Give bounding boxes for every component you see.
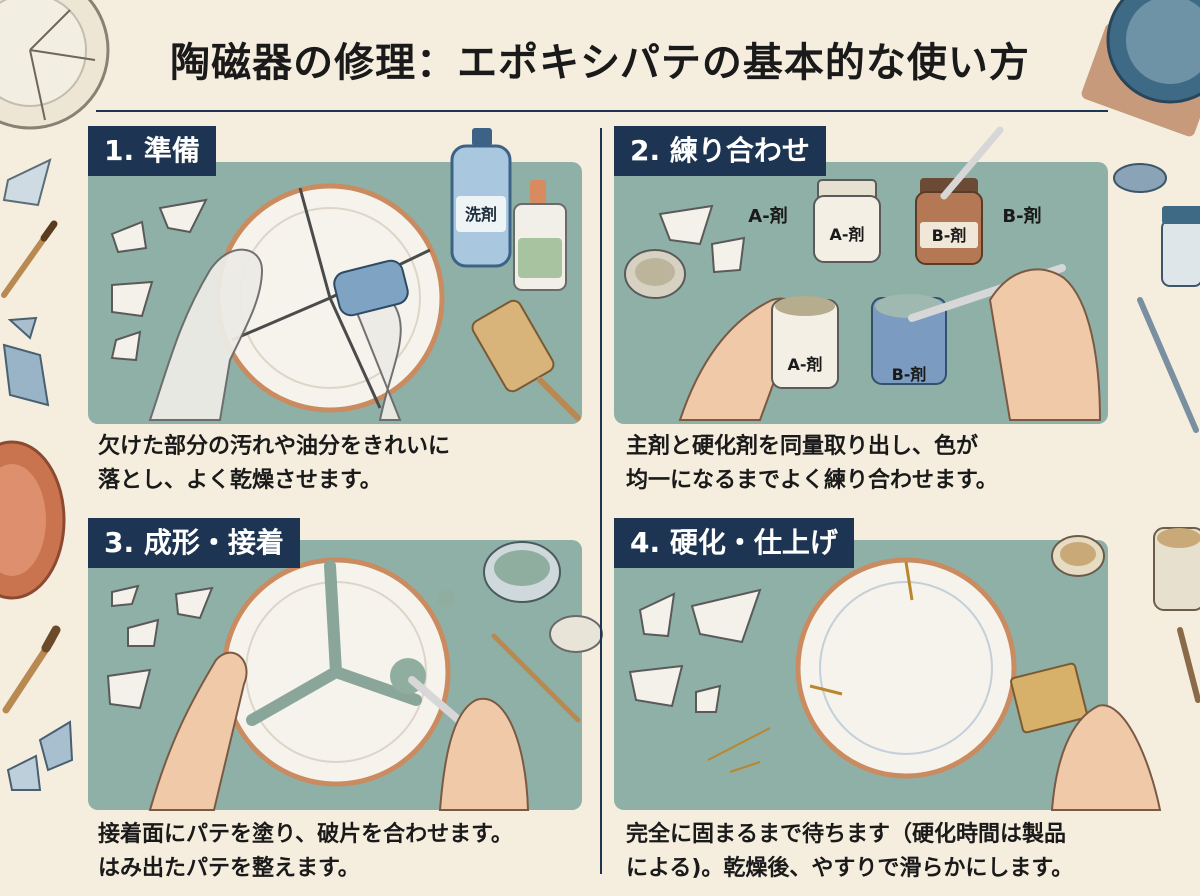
panel-2-jar-a: A-剤 (813, 179, 881, 263)
panel-4-repaired-plate (707, 557, 1017, 779)
panel-1-loose-shards (110, 198, 208, 362)
panel-4-sandpaper-hand (1010, 662, 1162, 811)
panel-3-plate (221, 557, 451, 787)
jar-a-label: A-剤 (829, 225, 864, 244)
decor-broken-plate-topleft (0, 0, 110, 130)
panel-4-shards (628, 588, 762, 713)
decor-jars-right (1113, 163, 1200, 611)
decor-shards-left (2, 158, 74, 791)
step-3-caption-line-2: はみ出たパテを整えます。 (98, 856, 360, 881)
agent-a-floating-label: A-剤 (748, 205, 787, 227)
panel-1-detergent-bottle: 洗剤 (450, 128, 512, 268)
panel-2-jar-b: B-剤 (915, 126, 1004, 265)
title-divider (96, 110, 1108, 112)
panel-4-gold-jar (1051, 535, 1105, 577)
panel-2-left-hand-jar: A-剤 (678, 296, 839, 421)
step-1-caption-line-2: 落とし、よく乾燥させます。 (98, 468, 382, 493)
detergent-label: 洗剤 (465, 205, 497, 224)
agent-b-floating-label: B-剤 (1002, 205, 1041, 227)
step-3-caption: 接着面にパテを塗り、破片を合わせます。 はみ出たパテを整えます。 (98, 818, 513, 886)
panel-vertical-divider (600, 128, 602, 874)
panel-3-hands-spatula (148, 633, 581, 811)
step-4-caption-line-1: 完全に固まるまで待ちます（硬化時間は製品 (626, 822, 1067, 847)
panel-2-open-lid (624, 249, 686, 299)
jar-b-label: B-剤 (932, 226, 967, 245)
step-4-caption-line-2: による)。乾燥後、やすりで滑らかにします。 (626, 856, 1074, 881)
step-4-heading: 4. 硬化・仕上げ (614, 518, 854, 568)
panel-1-sponge (333, 259, 409, 317)
step-3-caption-line-1: 接着面にパテを塗り、破片を合わせます。 (98, 822, 513, 847)
step-2-caption-line-1: 主剤と硬化剤を同量取り出し、色が (626, 434, 979, 459)
step-2-caption-line-2: 均一になるまでよく練り合わせます。 (626, 468, 998, 493)
step-2-caption: 主剤と硬化剤を同量取り出し、色が 均一になるまでよく練り合わせます。 (626, 430, 998, 498)
panel-1-oil-bottle (513, 180, 567, 291)
panel-2-spatula-hand (908, 264, 1102, 421)
panel-3-putty-jar (437, 541, 603, 653)
decor-brushes (1, 220, 1200, 714)
panel-2-shards (658, 204, 746, 274)
decor-terracotta-bowl-left (0, 440, 66, 600)
jar-b-small-label: B-剤 (892, 365, 927, 384)
page-title: 陶磁器の修理：エポキシパテの基本的な使い方 (170, 40, 1030, 86)
step-1-caption: 欠けた部分の汚れや油分をきれいに 落とし、よく乾燥させます。 (98, 430, 450, 498)
step-4-caption: 完全に固まるまで待ちます（硬化時間は製品 による)。乾燥後、やすりで滑らかにしま… (626, 818, 1073, 886)
panel-3-shards (106, 584, 214, 710)
step-1-caption-line-1: 欠けた部分の汚れや油分をきれいに (98, 434, 451, 459)
step-2-heading: 2. 練り合わせ (614, 126, 826, 176)
step-3-heading: 3. 成形・接着 (88, 518, 300, 568)
step-1-heading: 1. 準備 (88, 126, 216, 176)
panel-1-brush (471, 299, 581, 421)
decor-blue-bowl-topright (1081, 0, 1200, 137)
jar-a-small-label: A-剤 (787, 355, 822, 374)
